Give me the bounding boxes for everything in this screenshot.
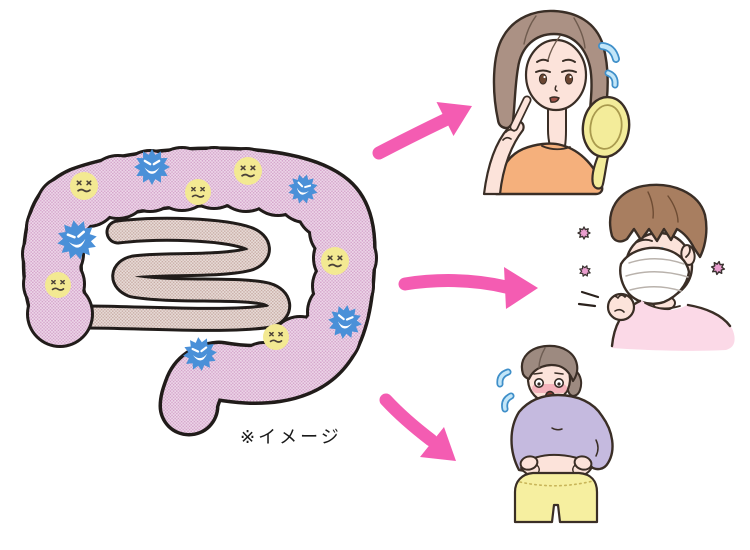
hand-mirror	[581, 95, 631, 190]
arm	[482, 120, 525, 196]
gut-illustration	[21, 146, 378, 437]
eye	[564, 73, 574, 85]
arrow-to-skin-trouble	[372, 102, 472, 160]
sweat-drops	[598, 42, 620, 89]
weakened-bacterium-icon	[262, 323, 290, 351]
arrow-to-weight-gain	[379, 393, 456, 461]
fist	[606, 292, 636, 322]
weakened-bacterium-icon	[69, 171, 99, 201]
eyebrows	[536, 58, 576, 63]
symptom-allergy-mask	[577, 183, 735, 351]
waistband-stitching	[519, 480, 594, 487]
pants	[513, 471, 599, 524]
eyebrows	[533, 372, 564, 375]
pollen-icon	[577, 226, 591, 240]
sweat-drops	[496, 368, 515, 413]
image-note-caption: ※イメージ	[240, 427, 342, 448]
pollen-icon	[577, 263, 593, 279]
eyebrow	[636, 238, 653, 243]
nose	[554, 85, 558, 92]
weakened-bacterium-icon	[44, 271, 72, 299]
pollen-icon	[709, 259, 727, 277]
mirror-handle	[591, 154, 610, 190]
mask-strap	[685, 245, 691, 258]
hair	[520, 344, 579, 383]
hand	[519, 455, 539, 471]
symptom-weight-gain	[496, 344, 614, 524]
symptom-skin-trouble	[482, 9, 631, 196]
eye	[538, 73, 548, 85]
small-intestine	[72, 216, 292, 332]
weakened-bacterium-icon	[320, 246, 350, 276]
finger	[511, 97, 530, 130]
face-mask	[619, 246, 691, 305]
shirt	[612, 300, 735, 351]
weakened-bacterium-icon	[184, 178, 212, 206]
hand	[573, 455, 593, 471]
shirt	[494, 142, 604, 196]
face	[524, 38, 588, 112]
arrow-to-allergy	[398, 267, 538, 309]
mouth	[549, 96, 560, 103]
hair	[609, 183, 708, 259]
weakened-bacterium-icon	[233, 156, 263, 186]
cough-motion-lines	[577, 290, 600, 308]
